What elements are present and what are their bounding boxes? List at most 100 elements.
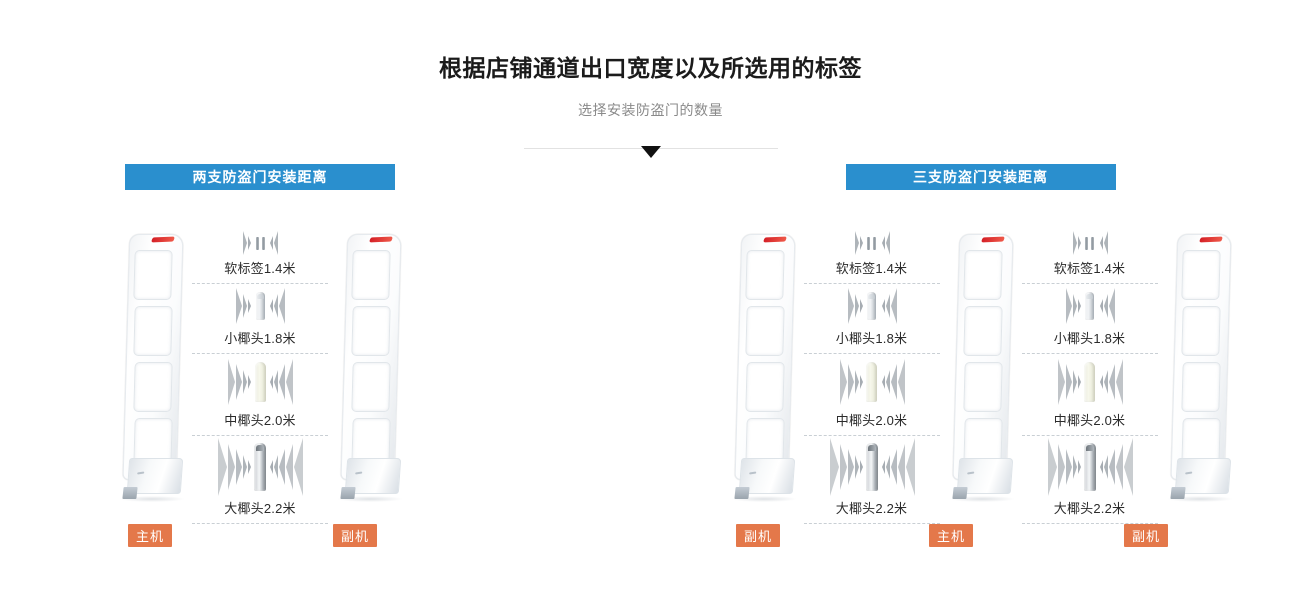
panel-three-gate-header: 三支防盗门安装距离 bbox=[845, 164, 1116, 190]
panel-two-gate-stage: 软标签1.4米 小椰头1.8米 bbox=[0, 228, 520, 524]
spec-separator bbox=[803, 353, 940, 354]
soft-label-tag-icon bbox=[192, 228, 328, 258]
gate-foot bbox=[1169, 487, 1186, 499]
soft-tag-glyph bbox=[1085, 236, 1094, 250]
soft-label-tag-icon bbox=[1022, 228, 1158, 258]
spec-label: 中椰头2.0米 bbox=[224, 413, 296, 428]
gate-shadow bbox=[1167, 496, 1232, 502]
unit-badge-sub: 副机 bbox=[333, 524, 378, 547]
gate-window bbox=[1180, 250, 1221, 300]
gate-shadow bbox=[120, 496, 184, 502]
spec-label: 大椰头2.2米 bbox=[835, 501, 908, 516]
signal-waves-right-icon bbox=[269, 288, 285, 324]
spec-separator bbox=[803, 283, 940, 284]
spec-label: 大椰头2.2米 bbox=[224, 501, 296, 516]
gate-window bbox=[351, 362, 391, 412]
page-subtitle: 选择安装防盗门的数量 bbox=[578, 101, 723, 118]
gate-row-two: 软标签1.4米 小椰头1.8米 bbox=[114, 228, 406, 524]
medium-hard-tag-icon bbox=[192, 354, 328, 410]
page-title: 根据店铺通道出口宽度以及所选用的标签 bbox=[439, 55, 862, 81]
gate-shadow bbox=[949, 496, 1014, 502]
spec-label: 中椰头2.0米 bbox=[835, 413, 908, 428]
caret-down-icon bbox=[640, 146, 661, 158]
large-hard-tag-icon bbox=[1022, 436, 1158, 498]
page-header: 根据店铺通道出口宽度以及所选用的标签 选择安装防盗门的数量 bbox=[0, 0, 1301, 120]
spec-row-medium-hard-tag: 中椰头2.0米 bbox=[192, 354, 328, 436]
gate-window bbox=[744, 362, 785, 412]
signal-waves-right-icon bbox=[269, 359, 293, 405]
spec-separator bbox=[803, 523, 940, 524]
detection-spec-column: 软标签1.4米 小椰头1.8米 bbox=[188, 228, 332, 524]
spec-row-soft-label: 软标签1.4米 bbox=[803, 228, 940, 284]
signal-waves-right-icon bbox=[1099, 231, 1108, 255]
panel-two-gate: 两支防盗门安装距离 bbox=[0, 164, 520, 548]
unit-badge-main: 主机 bbox=[128, 524, 173, 547]
gate-shadow bbox=[338, 496, 402, 502]
signal-waves-left-icon bbox=[829, 438, 863, 496]
panel-three-gate-title: 三支防盗门安装距离 bbox=[913, 169, 1048, 185]
signal-waves-left-icon bbox=[1072, 231, 1081, 255]
gate-foot bbox=[733, 487, 750, 499]
small-hard-tag-icon bbox=[192, 284, 328, 328]
panel-three-gate-stage: 软标签1.4米 小椰头1.8米 bbox=[660, 228, 1301, 524]
spec-row-small-hard-tag: 小椰头1.8米 bbox=[803, 284, 940, 354]
signal-waves-right-icon bbox=[881, 438, 915, 496]
gate-window bbox=[351, 250, 391, 300]
spec-separator bbox=[192, 283, 328, 284]
spec-label: 软标签1.4米 bbox=[1053, 261, 1126, 276]
gate-row-three: 软标签1.4米 小椰头1.8米 bbox=[726, 228, 1236, 524]
gate-foot bbox=[951, 487, 968, 499]
soft-tag-glyph bbox=[255, 236, 265, 250]
spec-row-soft-label: 软标签1.4米 bbox=[1021, 228, 1158, 284]
small-hard-tag-icon bbox=[1022, 284, 1158, 328]
unit-badge-sub-right: 副机 bbox=[1124, 524, 1169, 547]
signal-waves-left-icon bbox=[1057, 359, 1081, 405]
large-hard-tag-icon bbox=[804, 436, 940, 498]
signal-waves-left-icon bbox=[1047, 438, 1081, 496]
spec-row-large-hard-tag: 大椰头2.2米 bbox=[192, 436, 328, 524]
large-tag-glyph bbox=[1083, 443, 1096, 491]
spec-separator bbox=[192, 435, 328, 436]
spec-separator bbox=[1021, 523, 1158, 524]
gate-window bbox=[133, 362, 173, 412]
signal-waves-left-icon bbox=[242, 231, 251, 255]
signal-waves-left-icon bbox=[839, 359, 863, 405]
signal-waves-left-icon bbox=[227, 359, 251, 405]
signal-waves-left-icon bbox=[847, 288, 863, 324]
unit-badge-main: 主机 bbox=[929, 524, 974, 547]
large-hard-tag-icon bbox=[192, 436, 328, 498]
small-tag-glyph bbox=[1085, 292, 1094, 320]
gate-window bbox=[133, 250, 173, 300]
signal-waves-right-icon bbox=[881, 231, 890, 255]
signal-waves-right-icon bbox=[1099, 288, 1115, 324]
large-tag-glyph bbox=[254, 443, 266, 491]
medium-tag-glyph bbox=[866, 362, 877, 402]
gate-led-indicator-icon bbox=[980, 236, 1005, 243]
spec-row-medium-hard-tag: 中椰头2.0米 bbox=[803, 354, 940, 436]
gate-window bbox=[744, 306, 785, 356]
gate-led-indicator-icon bbox=[762, 236, 787, 243]
spec-separator bbox=[192, 523, 328, 524]
spec-label: 小椰头1.8米 bbox=[224, 331, 296, 346]
small-tag-glyph bbox=[867, 292, 876, 320]
spec-label: 大椰头2.2米 bbox=[1053, 501, 1126, 516]
signal-waves-right-icon bbox=[269, 438, 303, 496]
signal-waves-right-icon bbox=[269, 231, 278, 255]
gate-shadow bbox=[731, 496, 796, 502]
header-divider bbox=[523, 146, 778, 168]
signal-waves-right-icon bbox=[1099, 438, 1133, 496]
eas-gate-pedestal bbox=[1162, 228, 1236, 508]
small-tag-glyph bbox=[255, 292, 265, 320]
panel-three-gate: 三支防盗门安装距离 bbox=[660, 164, 1301, 548]
gate-window bbox=[962, 306, 1003, 356]
spec-row-small-hard-tag: 小椰头1.8米 bbox=[192, 284, 328, 354]
gate-window bbox=[133, 306, 173, 356]
signal-waves-left-icon bbox=[854, 231, 863, 255]
medium-tag-glyph bbox=[254, 362, 266, 402]
eas-gate-pedestal bbox=[944, 228, 1018, 508]
signal-waves-left-icon bbox=[235, 288, 251, 324]
gate-window bbox=[962, 250, 1003, 300]
soft-tag-glyph bbox=[867, 236, 876, 250]
gate-window bbox=[1180, 362, 1221, 412]
signal-waves-right-icon bbox=[881, 288, 897, 324]
